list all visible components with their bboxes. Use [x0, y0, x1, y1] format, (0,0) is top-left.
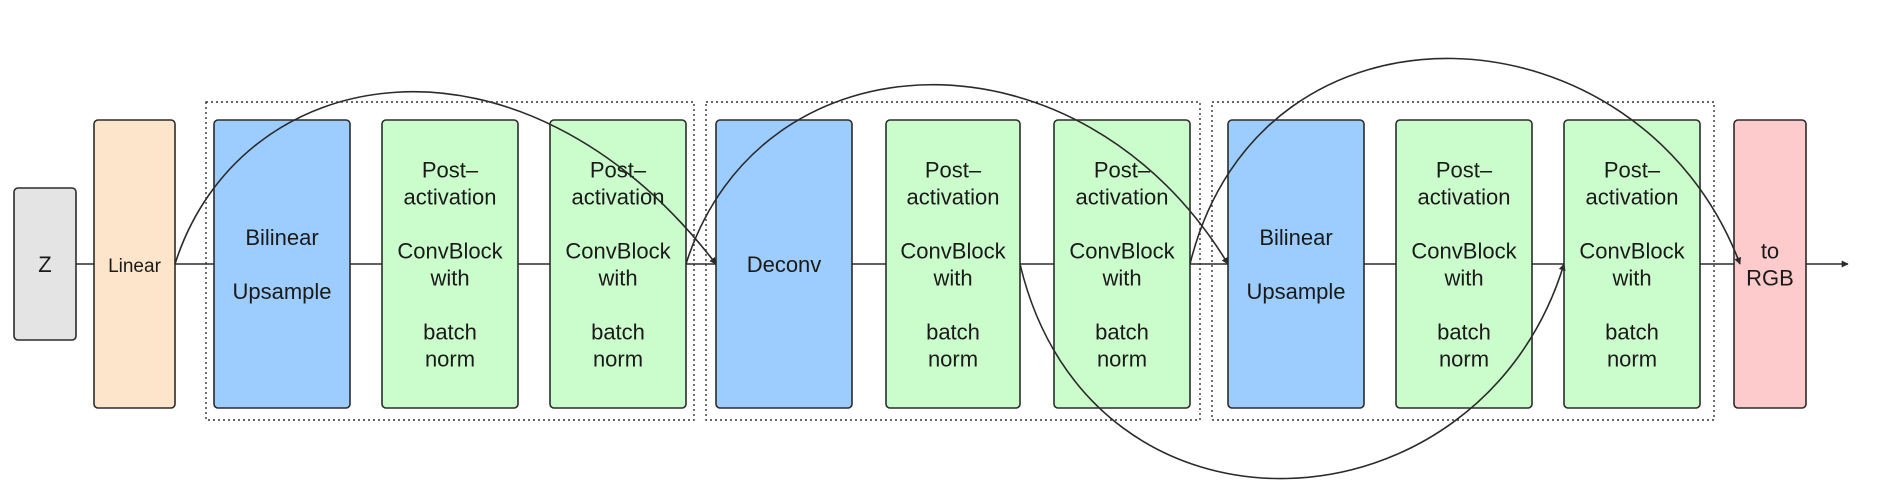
- group-frame-3: [1211, 101, 1715, 421]
- label-line: batch: [1095, 320, 1149, 345]
- label-line: Linear: [108, 256, 161, 277]
- label-line: activation: [572, 185, 665, 210]
- label-line: activation: [907, 185, 1000, 210]
- label-line: activation: [404, 185, 497, 210]
- group-frame-2: [705, 101, 1201, 421]
- z-label: Z: [38, 252, 51, 277]
- label-line: ConvBlock: [1069, 239, 1175, 264]
- label-line: activation: [1076, 185, 1169, 210]
- deconv-node: Deconv: [715, 119, 853, 409]
- skip-connection-3: [1019, 263, 1566, 480]
- label-line: ConvBlock: [565, 239, 671, 264]
- label-line: norm: [425, 347, 475, 372]
- label-line: Post–: [422, 158, 479, 183]
- label-line: Post–: [1436, 158, 1493, 183]
- skip-connection-1: [174, 91, 717, 265]
- label-line: Bilinear: [1259, 225, 1332, 250]
- skip-connection-4: [1189, 57, 1742, 265]
- label-line: Z: [38, 252, 51, 277]
- label-line: with: [932, 266, 972, 291]
- label-line: ConvBlock: [1411, 239, 1517, 264]
- label-line: Upsample: [1246, 279, 1345, 304]
- linear-node: Linear: [93, 119, 176, 409]
- label-line: norm: [593, 347, 643, 372]
- label-line: Post–: [1094, 158, 1151, 183]
- group-frame-1: [205, 101, 695, 421]
- label-line: with: [1611, 266, 1651, 291]
- label-line: batch: [591, 320, 645, 345]
- label-line: with: [429, 266, 469, 291]
- label-line: RGB: [1746, 266, 1794, 291]
- label-line: Post–: [1604, 158, 1661, 183]
- label-line: with: [597, 266, 637, 291]
- label-line: Post–: [925, 158, 982, 183]
- label-line: Post–: [590, 158, 647, 183]
- label-line: Bilinear: [245, 225, 318, 250]
- label-line: ConvBlock: [900, 239, 1006, 264]
- label-line: norm: [1607, 347, 1657, 372]
- label-line: batch: [423, 320, 477, 345]
- label-line: activation: [1586, 185, 1679, 210]
- label-line: batch: [1605, 320, 1659, 345]
- skip-connections: [174, 57, 1742, 480]
- label-line: with: [1101, 266, 1141, 291]
- label-line: norm: [1439, 347, 1489, 372]
- label-line: norm: [928, 347, 978, 372]
- label-line: to: [1761, 239, 1779, 264]
- label-line: Deconv: [747, 252, 822, 277]
- skip-connection-2: [685, 83, 1229, 265]
- label-line: batch: [926, 320, 980, 345]
- z-node: Z: [13, 187, 77, 341]
- label-line: batch: [1437, 320, 1491, 345]
- deconv-label: Deconv: [747, 252, 822, 277]
- linear-label: Linear: [108, 256, 161, 277]
- label-line: ConvBlock: [397, 239, 503, 264]
- label-line: norm: [1097, 347, 1147, 372]
- label-line: Upsample: [232, 279, 331, 304]
- label-line: ConvBlock: [1579, 239, 1685, 264]
- label-line: activation: [1418, 185, 1511, 210]
- label-line: with: [1443, 266, 1483, 291]
